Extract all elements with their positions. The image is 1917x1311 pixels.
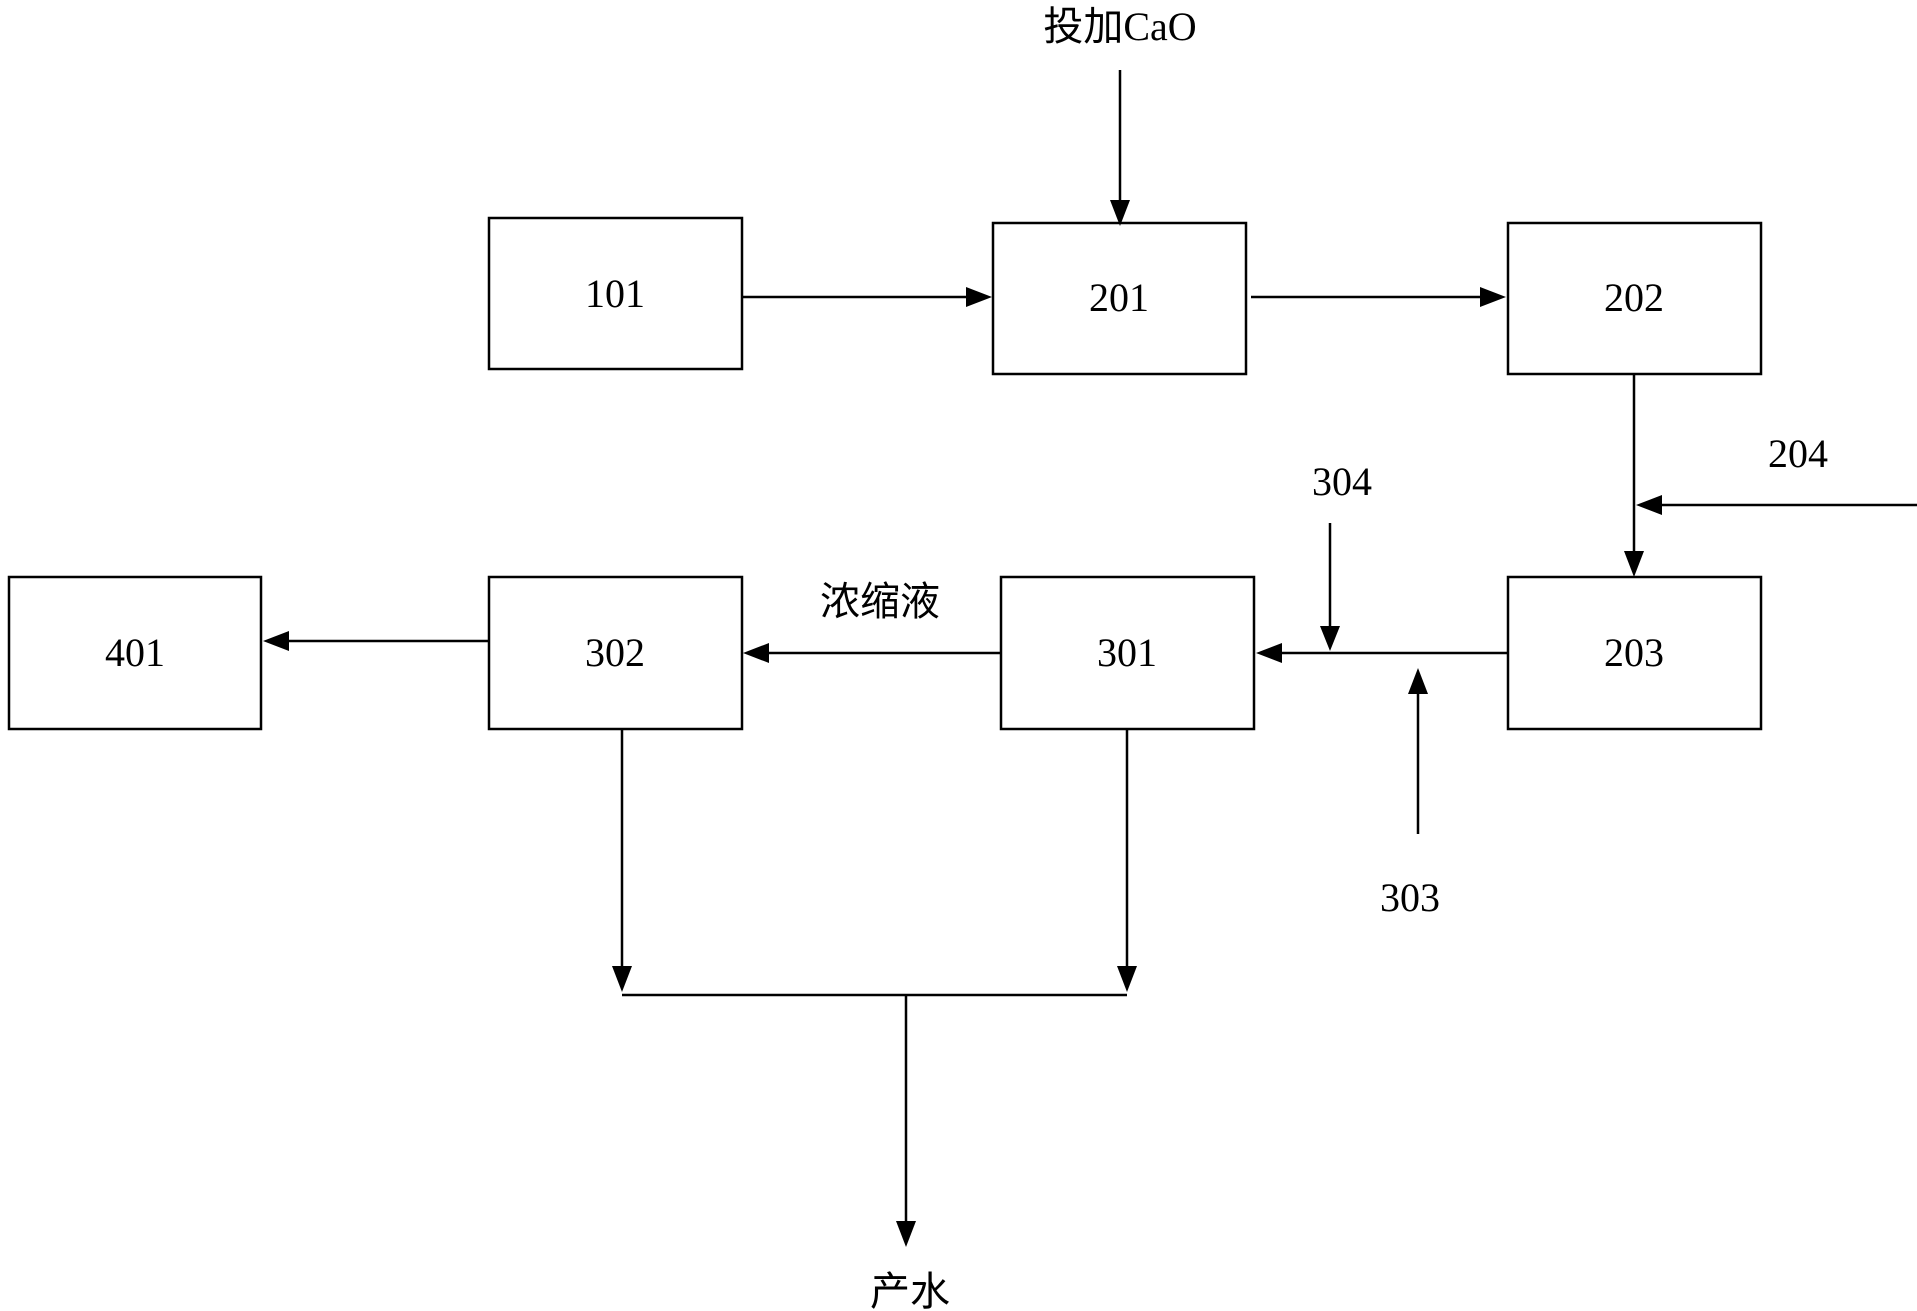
arrow-302-to-401 bbox=[263, 631, 489, 651]
arrow-202-to-203 bbox=[1624, 374, 1644, 577]
label-303: 303 bbox=[1380, 875, 1440, 920]
unit-201-label: 201 bbox=[1089, 275, 1149, 320]
arrow-101-to-201 bbox=[742, 287, 992, 307]
arrow-to-product-water bbox=[896, 995, 916, 1247]
label-concentrate: 浓缩液 bbox=[820, 579, 940, 624]
label-304: 304 bbox=[1312, 459, 1372, 504]
unit-302-label: 302 bbox=[585, 630, 645, 675]
arrow-204-input bbox=[1636, 495, 1917, 515]
arrow-301-down bbox=[1117, 729, 1137, 992]
label-cao-input: 投加CaO bbox=[1043, 4, 1196, 49]
arrow-302-down bbox=[612, 729, 632, 992]
arrow-203-to-301 bbox=[1256, 643, 1508, 663]
arrow-304-input bbox=[1320, 523, 1340, 651]
unit-401: 401 bbox=[7, 575, 263, 731]
unit-202: 202 bbox=[1506, 221, 1763, 376]
unit-203: 203 bbox=[1506, 575, 1763, 731]
unit-401-label: 401 bbox=[105, 630, 165, 675]
unit-203-label: 203 bbox=[1604, 630, 1664, 675]
unit-101: 101 bbox=[487, 216, 744, 371]
unit-301: 301 bbox=[999, 575, 1256, 731]
label-204: 204 bbox=[1768, 431, 1828, 476]
unit-302: 302 bbox=[487, 575, 744, 731]
arrow-cao-to-201 bbox=[1110, 70, 1130, 226]
arrow-201-to-202 bbox=[1251, 287, 1506, 307]
unit-202-label: 202 bbox=[1604, 275, 1664, 320]
label-product-water: 产水 bbox=[870, 1269, 950, 1311]
unit-101-label: 101 bbox=[585, 271, 645, 316]
arrow-301-to-302 bbox=[743, 643, 1001, 663]
arrow-303-input bbox=[1408, 668, 1428, 834]
unit-201: 201 bbox=[991, 221, 1248, 376]
unit-301-label: 301 bbox=[1097, 630, 1157, 675]
